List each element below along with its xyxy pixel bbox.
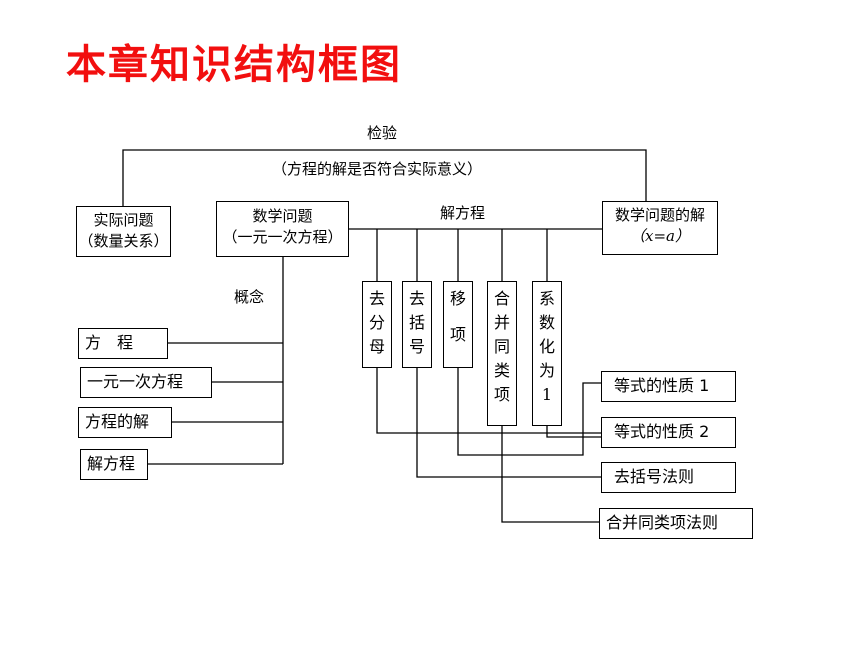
concept-equation: 方 程: [78, 328, 168, 359]
step-2-char-3: 号: [408, 337, 425, 356]
step-3-char-1: 移: [449, 289, 466, 308]
concept-linear-equation: 一元一次方程: [80, 367, 212, 398]
real-problem-line-1: 实际问题: [93, 211, 154, 229]
page-title: 本章知识结构框图: [66, 42, 402, 88]
math-solution-line-1: 数学问题的解: [614, 206, 705, 224]
check-loop-line: [122, 149, 647, 206]
rule-equality-property-1: 等式的性质 1: [601, 371, 736, 402]
step-1-char-2: 分: [368, 313, 385, 332]
link-step3-rule1: [457, 368, 601, 456]
step-1-char-1: 去: [368, 289, 385, 308]
step-transpose: 移 项: [443, 281, 473, 368]
step-5-char-2: 数: [538, 313, 555, 332]
step-4-char-4: 类: [493, 361, 510, 380]
real-problem-box: 实际问题 （数量关系）: [76, 206, 171, 257]
check-note: （方程的解是否符合实际意义）: [272, 160, 483, 178]
real-problem-line-2: （数量关系）: [78, 232, 169, 250]
concept-label: 概念: [234, 288, 265, 306]
link-step2-rule3: [416, 368, 601, 478]
step-combine-like-terms: 合 并 同 类 项: [487, 281, 517, 426]
step-4-char-3: 同: [493, 337, 510, 356]
math-solution-box: 数学问题的解 （x=a）: [602, 201, 718, 255]
math-problem-line-1: 数学问题: [252, 207, 313, 225]
step-4-char-1: 合: [493, 289, 510, 308]
step-coefficient-to-one: 系 数 化 为 1: [532, 281, 562, 426]
check-label: 检验: [367, 124, 398, 142]
step-remove-brackets: 去 括 号: [402, 281, 432, 368]
link-step4-rule4: [501, 426, 599, 523]
step-2-char-1: 去: [408, 289, 425, 308]
math-problem-box: 数学问题 （一元一次方程）: [216, 201, 349, 257]
concept-solution: 方程的解: [78, 407, 172, 438]
rule-bracket-removal: 去括号法则: [601, 462, 736, 493]
step-5-char-4: 为: [538, 361, 555, 380]
solve-label: 解方程: [440, 204, 486, 222]
step-3-char-2: 项: [449, 325, 466, 344]
step-remove-denominator: 去 分 母: [362, 281, 392, 368]
step-5-char-5: 1: [541, 385, 553, 404]
concept-solving: 解方程: [80, 449, 148, 480]
step-4-char-2: 并: [493, 313, 510, 332]
rule-equality-property-2: 等式的性质 2: [601, 417, 736, 448]
step-5-char-1: 系: [538, 289, 555, 308]
step-1-char-3: 母: [368, 337, 385, 356]
step-5-char-3: 化: [538, 337, 555, 356]
link-step5-rule2: [546, 426, 601, 438]
math-solution-line-2: （x=a）: [630, 227, 690, 245]
rule-combine-like-terms: 合并同类项法则: [599, 508, 753, 539]
step-2-char-2: 括: [408, 313, 425, 332]
link-step1-rule2: [376, 368, 601, 434]
math-problem-line-2: （一元一次方程）: [222, 228, 343, 246]
step-4-char-5: 项: [493, 385, 510, 404]
